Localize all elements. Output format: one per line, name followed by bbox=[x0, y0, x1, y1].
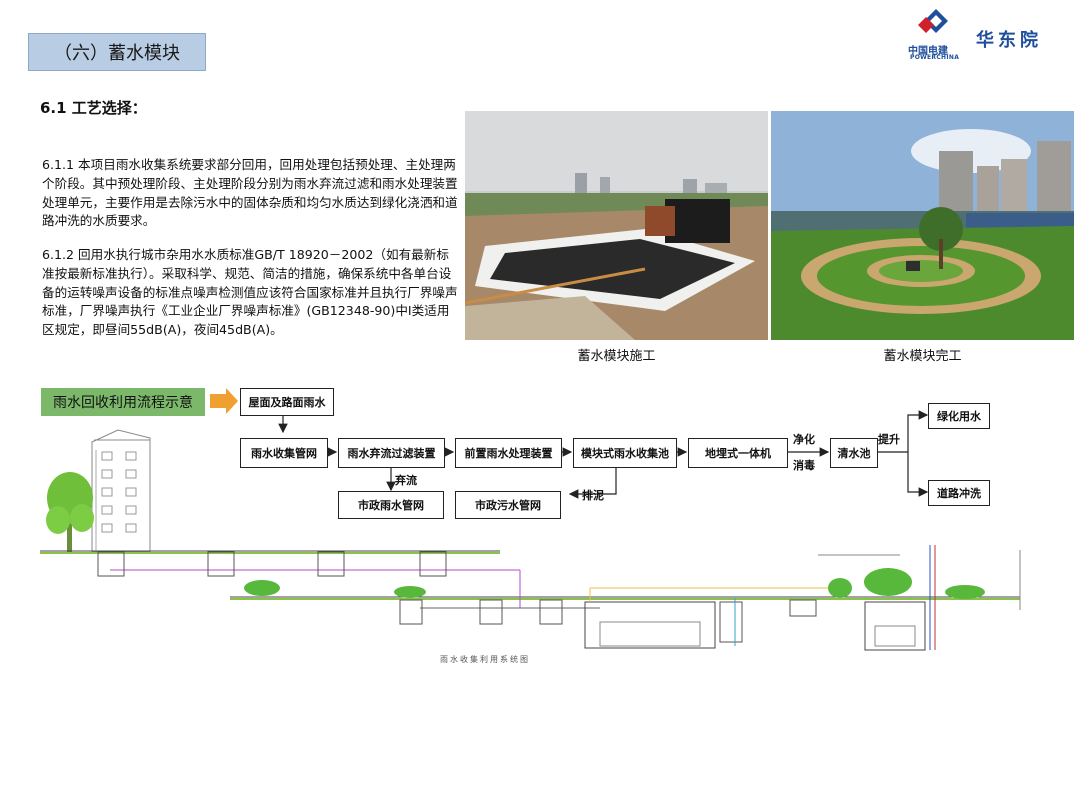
section-heading: 6.1 工艺选择： bbox=[40, 99, 147, 117]
flow-label-sludge: 排泥 bbox=[582, 489, 604, 502]
flow-label-purify: 净化 bbox=[793, 433, 815, 446]
construction-photo bbox=[465, 111, 768, 340]
flow-diagram-label: 雨水回收利用流程示意 bbox=[41, 388, 205, 416]
section-plants bbox=[244, 568, 985, 599]
building-illustration bbox=[91, 429, 151, 553]
flow-outlet-sanitary-sewer: 市政污水管网 bbox=[455, 491, 561, 519]
flow-use-road-washing: 道路冲洗 bbox=[928, 480, 990, 506]
flow-use-greening: 绿化用水 bbox=[928, 403, 990, 429]
section-drawing-caption: 雨水收集利用系统图 bbox=[440, 655, 530, 664]
logo-chinese: 中国电建 bbox=[908, 46, 948, 57]
paragraph-6-1-2: 6.1.2 回用水执行城市杂用水水质标准GB/T 18920－2002（如有最新… bbox=[42, 247, 458, 338]
flow-step-pretreatment: 前置雨水处理装置 bbox=[455, 438, 562, 468]
completed-photo-caption: 蓄水模块完工 bbox=[883, 349, 962, 364]
flow-step-first-flush: 雨水弃流过滤装置 bbox=[338, 438, 445, 468]
tree-illustration bbox=[46, 472, 94, 552]
powerchina-logo-icon bbox=[918, 9, 948, 33]
flow-source-box: 屋面及路面雨水 bbox=[240, 388, 334, 416]
flow-outlet-storm-sewer: 市政雨水管网 bbox=[338, 491, 444, 519]
page-title: （六）蓄水模块 bbox=[28, 33, 206, 71]
flow-label-lift: 提升 bbox=[878, 433, 900, 446]
flow-step-collection: 雨水收集管网 bbox=[240, 438, 328, 468]
flow-label-overflow: 弃流 bbox=[395, 474, 417, 487]
logo-english: POWERCHINA bbox=[910, 54, 960, 61]
completed-photo bbox=[771, 111, 1074, 340]
logo-organization: 华东院 bbox=[976, 30, 1042, 51]
flow-step-treatment-unit: 地埋式一体机 bbox=[688, 438, 788, 468]
flow-step-clear-water-tank: 清水池 bbox=[830, 438, 878, 468]
rainwater-flow-diagram bbox=[40, 388, 1021, 651]
logo: 中国电建 POWERCHINA 华东院 bbox=[908, 8, 1058, 64]
system-section-drawing bbox=[40, 545, 1021, 651]
flow-label-disinfect: 消毒 bbox=[793, 459, 815, 472]
construction-photo-caption: 蓄水模块施工 bbox=[577, 349, 656, 364]
orange-arrow-icon bbox=[210, 388, 238, 414]
paragraph-6-1-1: 6.1.1 本项目雨水收集系统要求部分回用，回用处理包括预处理、主处理两个阶段。… bbox=[42, 157, 458, 229]
flow-step-storage-tank: 模块式雨水收集池 bbox=[573, 438, 677, 468]
